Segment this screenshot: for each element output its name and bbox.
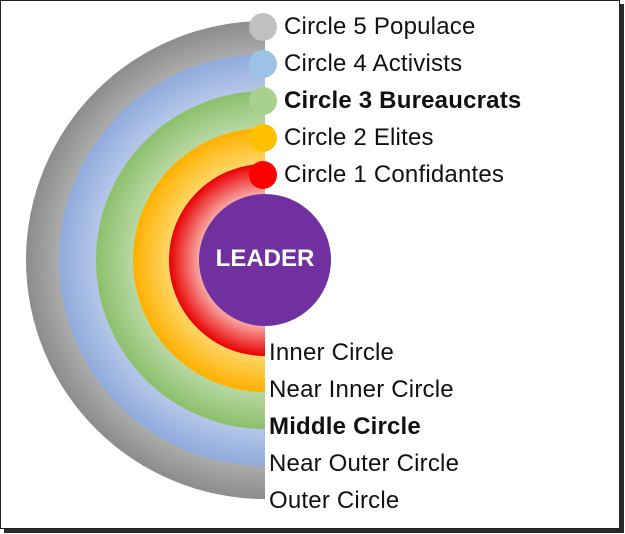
legend-dot-circle-3	[249, 87, 277, 115]
legend-dot-circle-5	[249, 13, 277, 41]
legend-label-circle-4: Circle 4 Activists	[284, 50, 463, 77]
leader-label: LEADER	[215, 245, 315, 272]
leader-circle	[199, 194, 331, 326]
legend-label-circle-1: Circle 1 Confidantes	[284, 161, 505, 188]
ring-name-near-inner: Near Inner Circle	[269, 376, 454, 403]
ring-name-inner: Inner Circle	[269, 339, 395, 366]
ring-name-middle: Middle Circle	[269, 413, 421, 440]
legend-label-circle-5: Circle 5 Populace	[284, 13, 476, 40]
legend-label-circle-3: Circle 3 Bureaucrats	[284, 87, 522, 114]
legend-dot-circle-4	[249, 50, 277, 78]
ring-name-outer: Outer Circle	[269, 487, 400, 514]
legend-dot-circle-1	[249, 161, 277, 189]
ring-name-near-outer: Near Outer Circle	[269, 450, 460, 477]
legend-dot-circle-2	[249, 124, 277, 152]
legend-label-circle-2: Circle 2 Elites	[284, 124, 434, 151]
